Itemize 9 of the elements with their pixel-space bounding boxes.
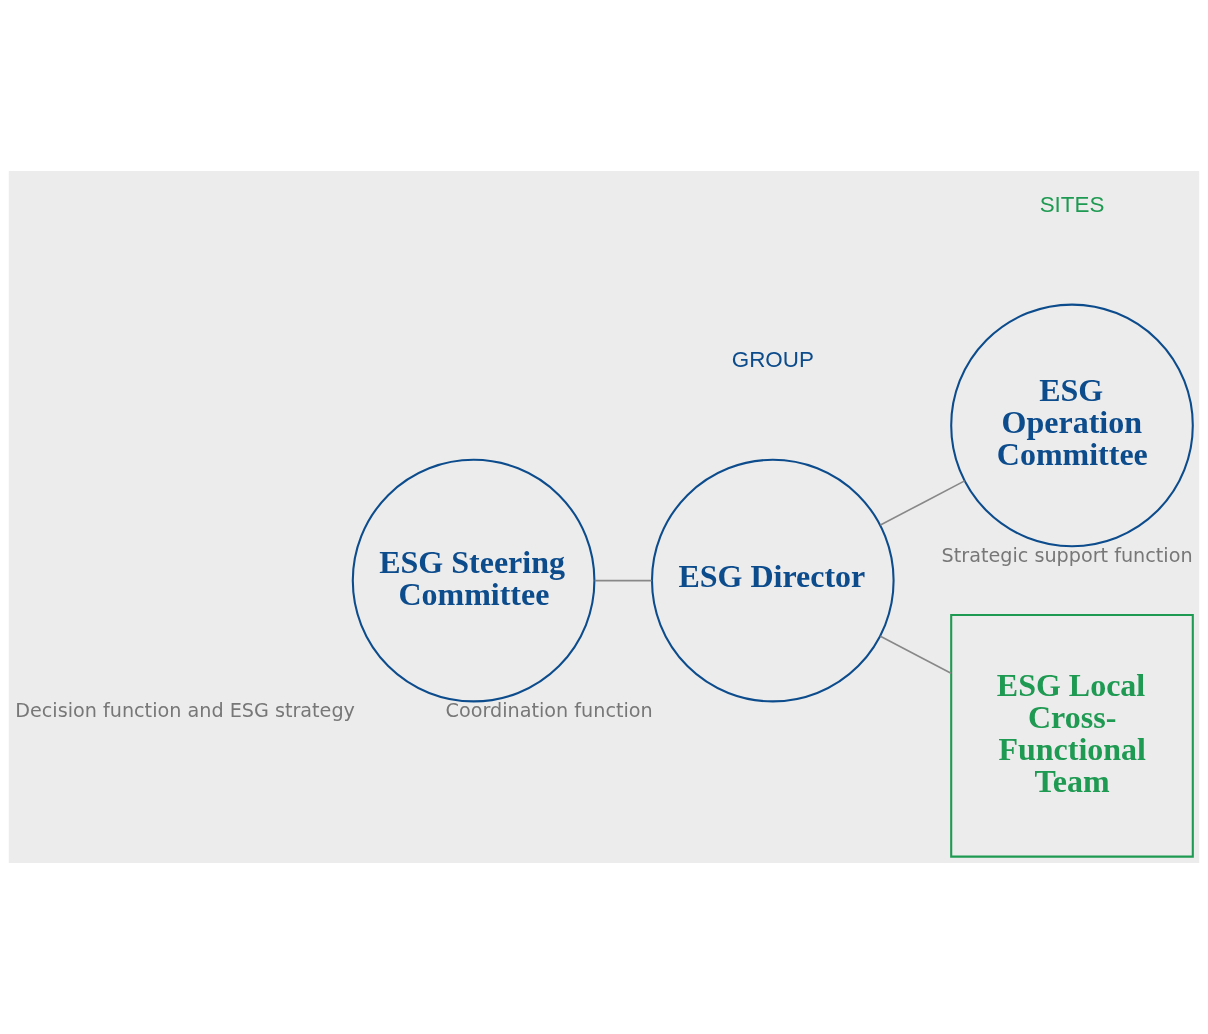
connector	[593, 579, 653, 582]
connector	[879, 635, 952, 674]
node-circle: ESG Operation Committee	[950, 303, 1194, 548]
label: SITES	[1039, 192, 1105, 218]
node-circle: ESG Steering Committee	[351, 458, 596, 703]
node-box: ESG Local Cross-Functional Team	[950, 613, 1194, 858]
connector	[879, 480, 966, 526]
node-circle: ESG Director	[650, 458, 895, 703]
label: GROUP	[731, 347, 814, 373]
